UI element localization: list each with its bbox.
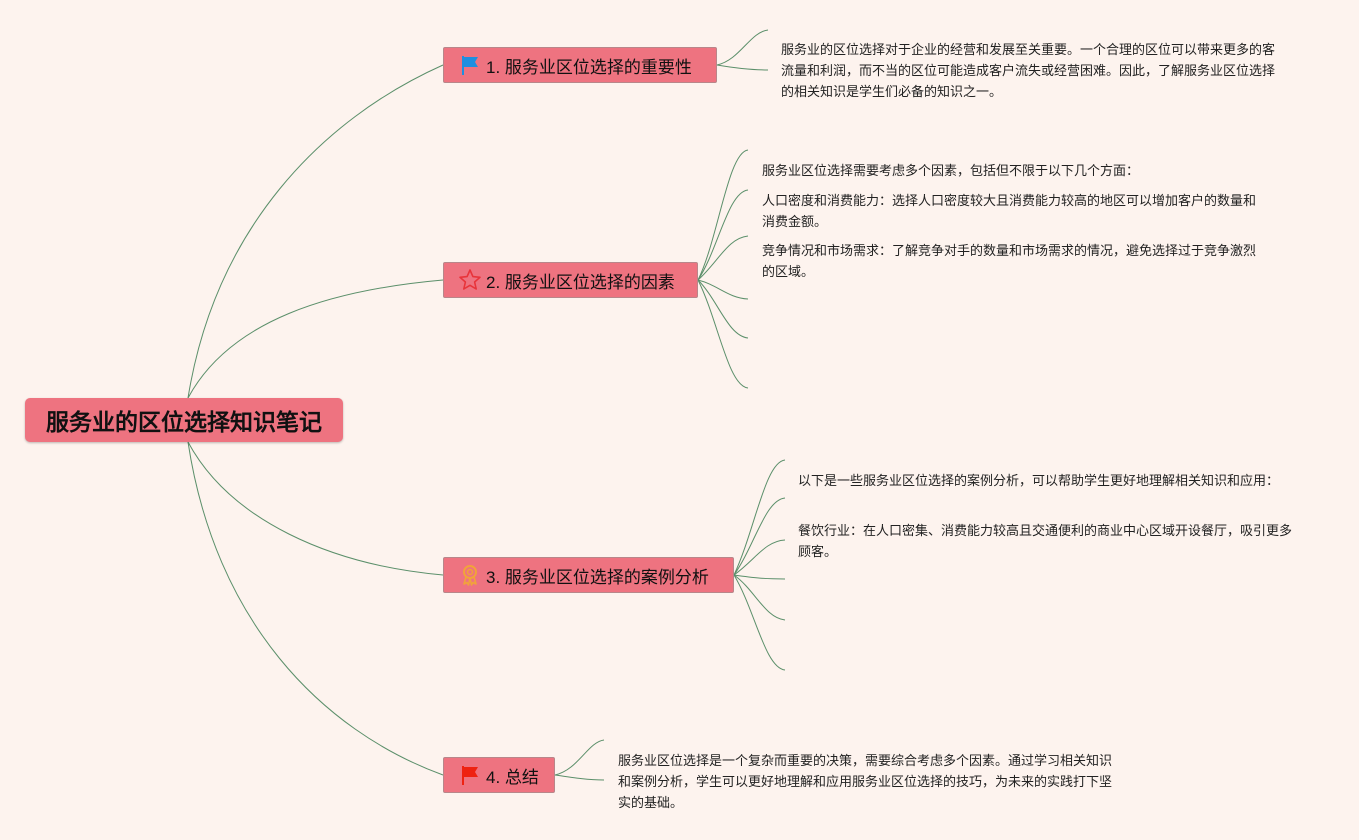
connector-root-topic-2 (187, 279, 444, 399)
topic-factors[interactable]: 2. 服务业区位选择的因素 (443, 262, 698, 298)
connector-root-topic-3 (187, 441, 444, 576)
connector-topic-3-branch (733, 574, 786, 671)
connector-topic-2-branch (697, 149, 749, 281)
connector-root-topic-1 (187, 64, 444, 399)
connector-topic-3-branch (733, 497, 786, 576)
connector-topic-4-stub (554, 774, 605, 781)
topic-label: 2. 服务业区位选择的因素 (486, 272, 675, 292)
note-factors-intro[interactable]: 服务业区位选择需要考虑多个因素，包括但不限于以下几个方面： (762, 164, 1140, 179)
connector-topic-2-branch (697, 279, 749, 339)
connector-topic-2-branch (697, 279, 749, 389)
connector-topic-3-branch (733, 539, 786, 576)
connector-topic-2-branch (697, 235, 749, 281)
award-ribbon-icon (458, 563, 482, 587)
connector-topic-3-branch (733, 574, 786, 621)
connector-root-topic-4 (187, 441, 444, 776)
connector-topic-1-note (716, 29, 769, 66)
note-case-restaurant[interactable]: 餐饮行业：在人口密集、消费能力较高且交通便利的商业中心区域开设餐厅，吸引更多顾客… (798, 524, 1293, 560)
topic-label: 1. 服务业区位选择的重要性 (486, 57, 692, 77)
connector-topic-2-branch (697, 189, 749, 281)
note-importance[interactable]: 服务业的区位选择对于企业的经营和发展至关重要。一个合理的区位可以带来更多的客流量… (781, 43, 1276, 100)
topic-summary[interactable]: 4. 总结 (443, 757, 555, 793)
connector-topic-2-branch (697, 279, 749, 300)
red-star-icon (458, 268, 482, 292)
connector-topic-4-note (554, 739, 605, 776)
note-factors-population[interactable]: 人口密度和消费能力：选择人口密度较大且消费能力较高的地区可以增加客户的数量和消费… (762, 194, 1257, 230)
root-topic[interactable]: 服务业的区位选择知识笔记 (25, 398, 343, 442)
topic-case-analysis[interactable]: 3. 服务业区位选择的案例分析 (443, 557, 734, 593)
root-title: 服务业的区位选择知识笔记 (46, 410, 322, 436)
red-flag-icon (458, 763, 482, 787)
note-factors-competition[interactable]: 竞争情况和市场需求：了解竞争对手的数量和市场需求的情况，避免选择过于竞争激烈的区… (762, 244, 1257, 280)
note-case-intro[interactable]: 以下是一些服务业区位选择的案例分析，可以帮助学生更好地理解相关知识和应用： (798, 474, 1280, 489)
blue-flag-icon (458, 53, 482, 77)
topic-label: 4. 总结 (486, 767, 539, 787)
topic-importance[interactable]: 1. 服务业区位选择的重要性 (443, 47, 717, 83)
topic-label: 3. 服务业区位选择的案例分析 (486, 567, 709, 587)
connector-topic-3-branch (733, 459, 786, 576)
connector-topic-3-branch (733, 574, 786, 580)
note-summary[interactable]: 服务业区位选择是一个复杂而重要的决策，需要综合考虑多个因素。通过学习相关知识和案… (618, 754, 1113, 811)
connector-topic-1-stub (716, 64, 769, 71)
